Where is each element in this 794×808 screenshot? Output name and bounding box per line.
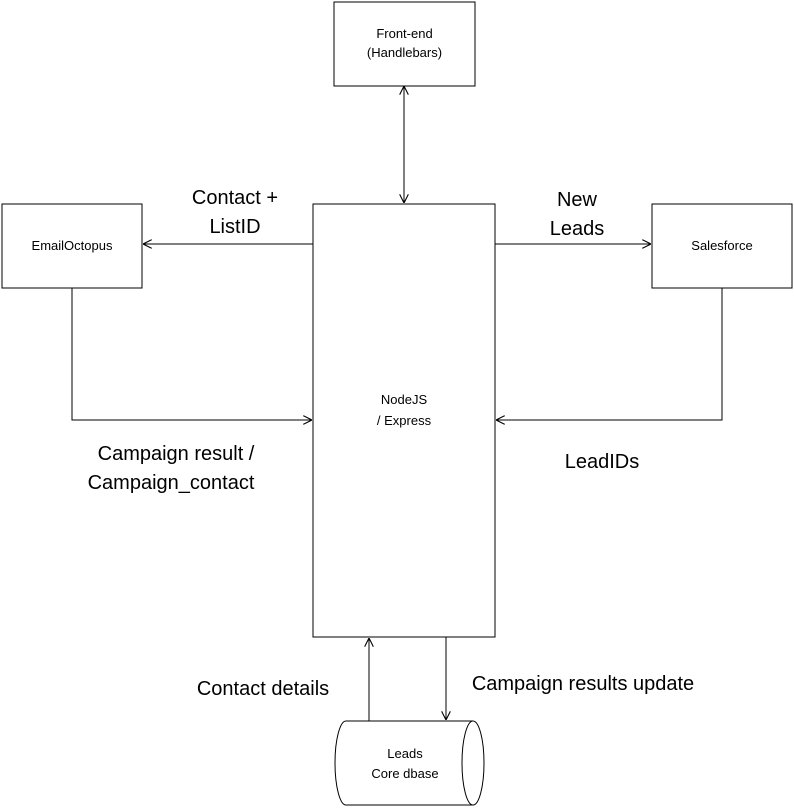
edge-label-new-leads-line1: New: [557, 189, 598, 211]
edge-label-new-leads-line2: Leads: [550, 218, 605, 240]
edge-label-contact-details: Contact details: [197, 678, 329, 700]
frontend-label-line2: (Handlebars): [367, 45, 442, 60]
edge-label-campaign-results-update: Campaign results update: [472, 673, 694, 695]
nodejs-label-line1: NodeJS: [381, 392, 428, 407]
frontend-label-line1: Front-end: [376, 26, 432, 41]
edge-label-campaign-result-line2: Campaign_contact: [88, 472, 255, 494]
emailoctopus-label: EmailOctopus: [32, 238, 113, 253]
salesforce-label: Salesforce: [691, 238, 752, 253]
edge-label-contact-listid-line2: ListID: [209, 216, 260, 238]
emailoctopus-to-nodejs-connector: [71, 288, 312, 420]
edge-label-contact-listid-line1: Contact +: [192, 187, 278, 209]
salesforce-to-nodejs-connector: [496, 288, 723, 420]
salesforce-node: Salesforce: [651, 203, 793, 289]
leads-database-node: Leads Core dbase: [334, 720, 485, 806]
edge-label-leadids: LeadIDs: [565, 451, 640, 473]
frontend-node: Front-end (Handlebars): [333, 1, 476, 87]
nodejs-label-line2: / Express: [377, 413, 432, 428]
leads-db-label-line2: Core dbase: [371, 766, 438, 781]
emailoctopus-node: EmailOctopus: [1, 203, 143, 289]
leads-db-label-line1: Leads: [387, 746, 423, 761]
edge-label-campaign-result-line1: Campaign result /: [98, 443, 255, 465]
nodejs-node: NodeJS / Express: [312, 203, 496, 638]
